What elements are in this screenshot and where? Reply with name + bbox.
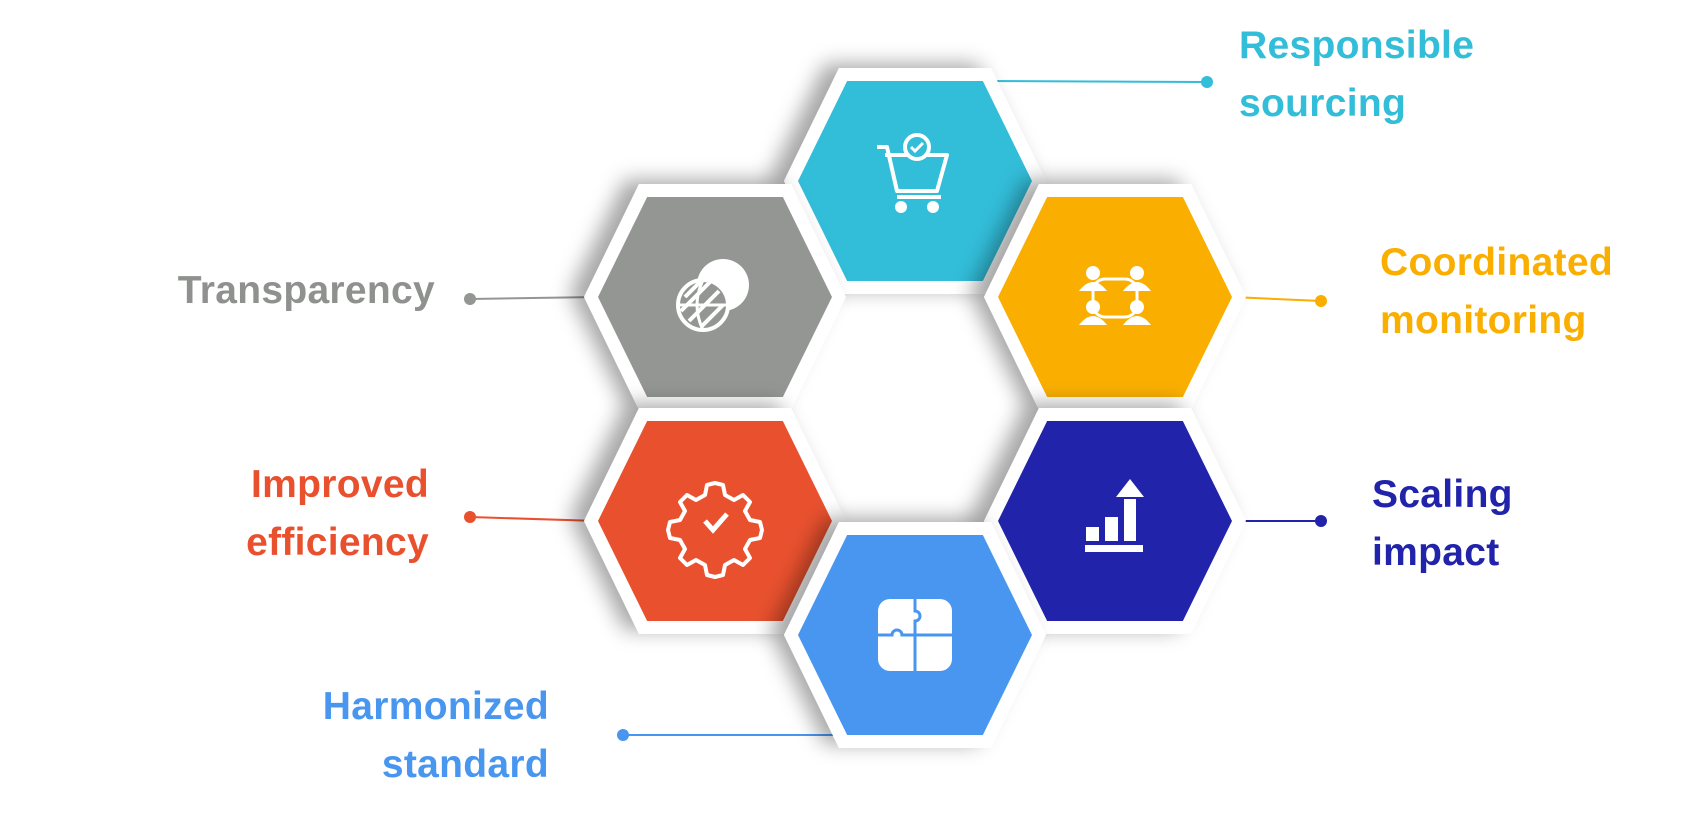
- connector-line-coordinated-monitoring: [1231, 296, 1322, 302]
- hexagon-harmonized-standard: [784, 522, 1046, 748]
- connector-line-transparency: [469, 296, 599, 300]
- connector-dot-scaling-impact: [1315, 515, 1327, 527]
- hexagon-responsible-sourcing: [784, 68, 1046, 294]
- hexagon-fill: [998, 197, 1232, 397]
- connector-dot-improved-efficiency: [464, 511, 476, 523]
- hexagon-fill: [598, 421, 832, 621]
- connector-dot-responsible-sourcing: [1201, 76, 1213, 88]
- label-line: sourcing: [1239, 82, 1407, 125]
- shopping-cart-check-icon: [877, 133, 949, 213]
- hexagon-fill: [798, 81, 1032, 281]
- connector-dot-transparency: [464, 293, 476, 305]
- hexagon-transparency: [584, 184, 846, 410]
- gear-check-icon: [666, 481, 764, 579]
- label-line: Transparency: [177, 269, 435, 312]
- label-transparency: Transparency: [178, 262, 435, 320]
- hexagon-improved-efficiency: [584, 408, 846, 634]
- globe-overlap-icon: [676, 259, 749, 332]
- bar-chart-up-icon: [1085, 479, 1144, 552]
- label-improved-efficiency: Improved efficiency: [246, 456, 429, 572]
- label-line: Responsible: [1239, 24, 1475, 67]
- hexagon-coordinated-monitoring: [984, 184, 1246, 410]
- label-line: efficiency: [246, 521, 429, 564]
- connector-line-improved-efficiency: [469, 516, 599, 522]
- label-scaling-impact: Scaling impact: [1372, 466, 1513, 582]
- hexagon-scaling-impact: [984, 408, 1246, 634]
- label-line: standard: [381, 743, 549, 786]
- connector-dot-harmonized-standard: [617, 729, 629, 741]
- label-harmonized-standard: Harmonized standard: [323, 678, 549, 794]
- connector-dot-coordinated-monitoring: [1315, 295, 1327, 307]
- connector-line-responsible-sourcing: [981, 80, 1208, 83]
- label-line: monitoring: [1380, 299, 1587, 342]
- label-responsible-sourcing: Responsible sourcing: [1239, 17, 1474, 133]
- label-line: Scaling: [1372, 473, 1513, 516]
- label-coordinated-monitoring: Coordinated monitoring: [1380, 234, 1613, 350]
- label-line: Harmonized: [322, 685, 549, 728]
- people-network-icon: [1079, 266, 1151, 325]
- label-line: impact: [1372, 531, 1500, 574]
- label-line: Improved: [251, 463, 429, 506]
- label-line: Coordinated: [1380, 241, 1613, 284]
- puzzle-icon: [878, 599, 952, 671]
